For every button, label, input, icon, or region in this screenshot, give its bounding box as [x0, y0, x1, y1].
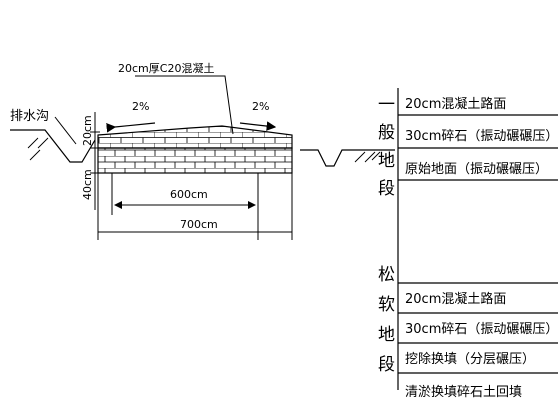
ditch-leader	[54, 116, 77, 145]
svg-text:段: 段	[378, 355, 395, 375]
layer-item: 30cm碎石（振动碾碾压）	[405, 129, 558, 144]
slope-left-label: 2%	[132, 100, 149, 113]
svg-text:松: 松	[378, 265, 395, 285]
slope-left-arrow	[106, 122, 156, 133]
svg-text:软: 软	[378, 295, 395, 315]
ground-hatch	[27, 137, 381, 163]
slope-right-label: 2%	[252, 100, 269, 113]
thickness-top-label: 20cm	[81, 115, 94, 146]
layer-item: 挖除换填（分层碾压）	[405, 352, 535, 367]
layer-item: 30cm碎石（振动碾碾压）	[405, 322, 558, 337]
svg-text:般: 般	[378, 123, 395, 143]
concrete-thickness-label: 20cm厚C20混凝土	[118, 61, 214, 75]
thickness-bottom-label: 40cm	[81, 169, 94, 200]
width-dimension-lines	[97, 173, 293, 240]
svg-text:地: 地	[378, 151, 395, 171]
layer-item: 清淤换填碎石土回填	[405, 385, 522, 400]
inner-width-label: 600cm	[170, 188, 208, 201]
general-section-heading: 一 般 地 段	[378, 95, 395, 199]
ground-profile	[10, 129, 395, 167]
svg-text:地: 地	[378, 325, 395, 345]
outer-width-label: 700cm	[180, 218, 218, 231]
ditch-label: 排水沟	[10, 109, 49, 124]
soft-section-layers: 20cm混凝土路面 30cm碎石（振动碾碾压） 挖除换填（分层碾压） 清淤换填碎…	[405, 291, 558, 400]
top-label-leader	[135, 75, 234, 135]
concrete-slab	[97, 125, 293, 149]
legend-table-lines	[397, 88, 558, 390]
layer-item: 原始地面（振动碾碾压）	[405, 162, 548, 177]
gravel-base	[97, 147, 293, 174]
layer-item: 20cm混凝土路面	[405, 291, 506, 307]
layer-item: 20cm混凝土路面	[405, 96, 506, 112]
general-section-layers: 20cm混凝土路面 30cm碎石（振动碾碾压） 原始地面（振动碾碾压）	[405, 96, 558, 177]
svg-text:段: 段	[378, 179, 395, 199]
svg-text:一: 一	[378, 95, 395, 115]
soft-section-heading: 松 软 地 段	[378, 265, 395, 375]
slope-right-arrow	[239, 121, 277, 131]
